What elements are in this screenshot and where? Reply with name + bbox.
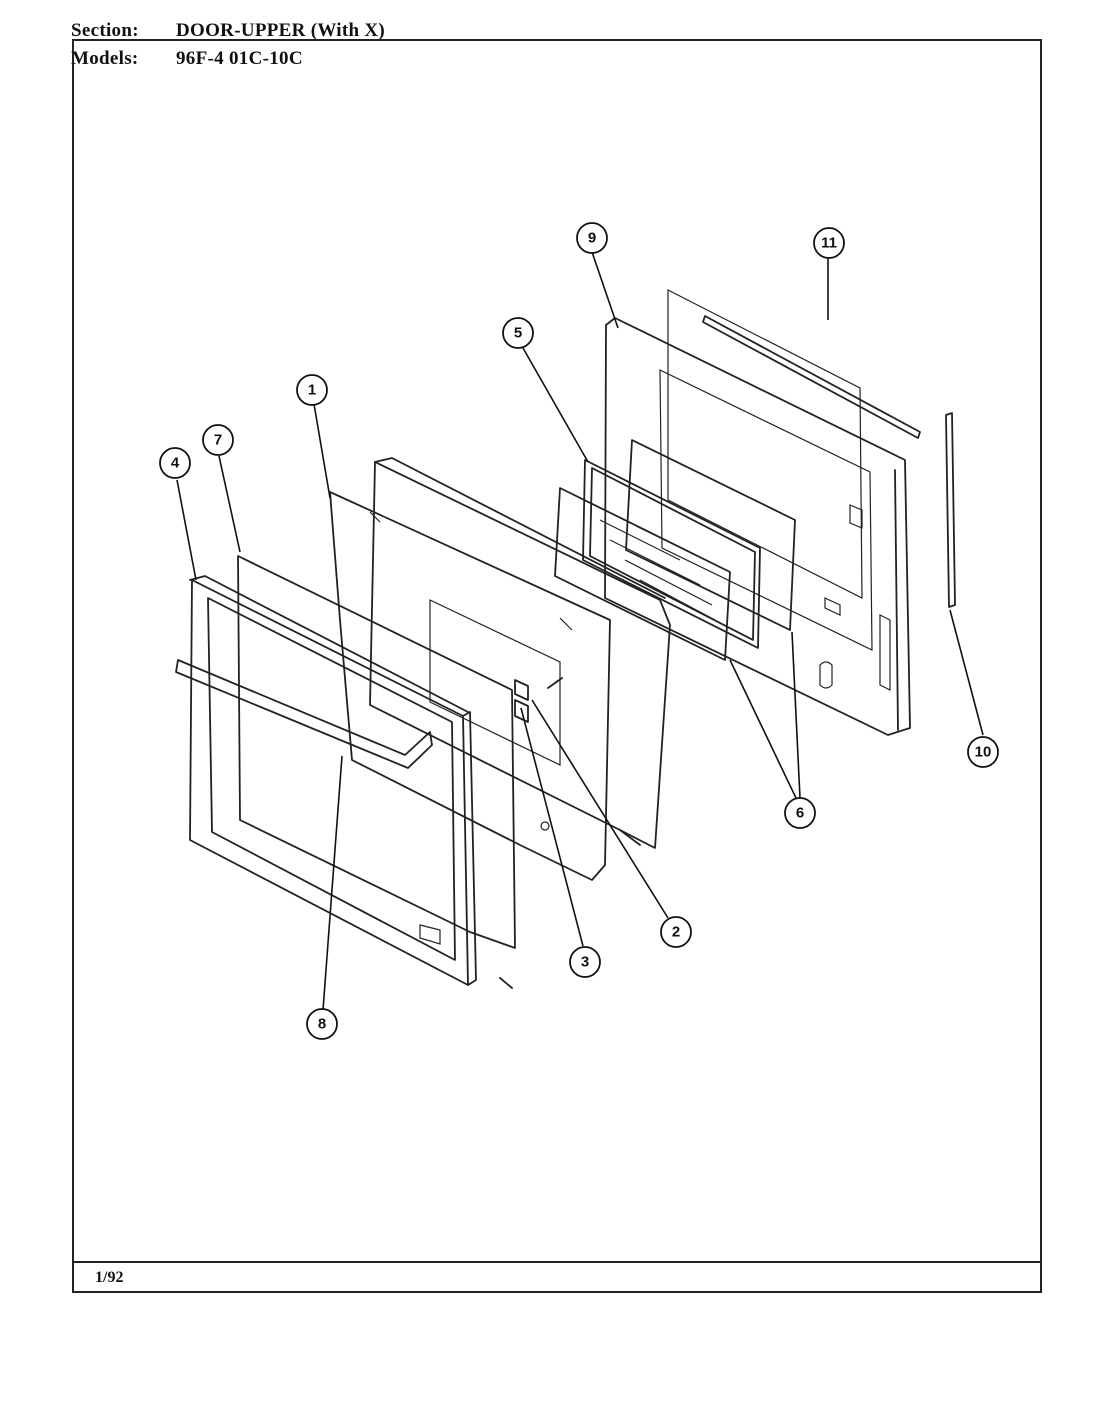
- part-door-back-panel: [604, 289, 911, 736]
- diagram-frame: [72, 39, 1042, 1293]
- svg-text:4: 4: [171, 455, 180, 472]
- svg-text:2: 2: [672, 924, 680, 941]
- section-label: Section:: [71, 20, 139, 41]
- part-inner-door-liner: [329, 457, 671, 881]
- part-outer-door-frame: [189, 575, 477, 986]
- callout-6: 6: [784, 797, 816, 829]
- svg-text:11: 11: [821, 235, 837, 252]
- part-insulation-sheet: [237, 555, 516, 949]
- page-date-code: 1/92: [95, 1269, 124, 1286]
- svg-text:1: 1: [308, 382, 316, 399]
- callout-leaders: [176, 251, 984, 1011]
- part-hinge-hardware: [499, 677, 563, 989]
- callout-4: 4: [159, 447, 191, 479]
- callout-9: 9: [576, 222, 608, 254]
- svg-text:8: 8: [318, 1016, 326, 1033]
- svg-text:9: 9: [588, 230, 596, 247]
- callout-3: 3: [569, 946, 601, 978]
- section-title: DOOR-UPPER (With X): [176, 20, 386, 41]
- callout-5: 5: [502, 317, 534, 349]
- svg-text:3: 3: [581, 954, 589, 971]
- part-door-handle: [175, 659, 433, 769]
- svg-text:6: 6: [796, 805, 804, 822]
- callout-8: 8: [306, 1008, 338, 1040]
- svg-text:10: 10: [975, 744, 992, 761]
- svg-text:7: 7: [214, 432, 222, 449]
- part-side-trim-strip: [945, 412, 956, 608]
- callout-2: 2: [660, 916, 692, 948]
- callout-10: 10: [967, 736, 999, 768]
- footer-divider: [72, 1261, 1042, 1263]
- part-top-trim-strip: [702, 315, 921, 439]
- callout-11: 11: [813, 227, 845, 259]
- svg-text:5: 5: [514, 325, 522, 342]
- models-label: Models:: [71, 48, 139, 69]
- callout-1: 1: [296, 374, 328, 406]
- part-glass-panels: [554, 439, 796, 661]
- callout-7: 7: [202, 424, 234, 456]
- models-value: 96F-4 01C-10C: [176, 48, 303, 69]
